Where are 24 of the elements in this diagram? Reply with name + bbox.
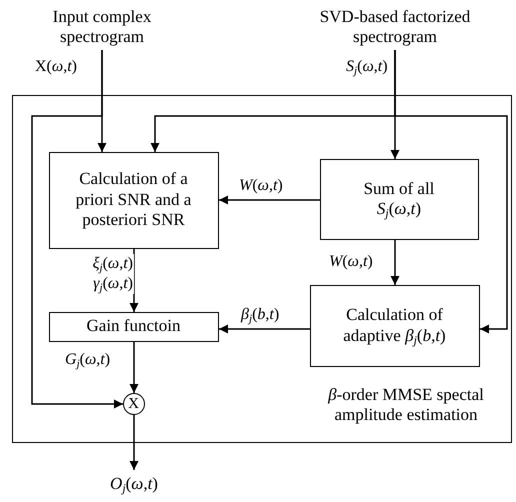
process-box: Gain functoin — [48, 312, 218, 342]
process-box: Calculation of adaptive β$_{j}$(b,t) — [310, 284, 480, 366]
text-label: O$_{j}$(ω,t) — [94, 470, 174, 498]
edge-label: G$_{j}$(ω,t) — [64, 350, 112, 370]
arrow — [31, 50, 123, 408]
edge-label: S$_{j}$(ω,t) — [345, 57, 389, 77]
arrow — [219, 196, 320, 204]
multiply-circle: X — [122, 392, 144, 414]
process-box: Calculation of a priori SNR and a posteriori SNR — [48, 152, 218, 248]
process-box — [12, 95, 512, 443]
text-label: SVD-based factorized spectrogram — [300, 4, 490, 50]
text-label: Input complex spectrogram — [22, 4, 182, 50]
arrow — [130, 415, 138, 470]
process-box: Sum of all S$_{j}$(ω,t) — [320, 158, 478, 240]
edge-label: W(ω,t) — [238, 176, 284, 196]
edge-label: W(ω,t) — [328, 252, 374, 272]
arrow — [390, 240, 400, 285]
edge-label: β$_{j}$(b,t) — [240, 305, 280, 325]
edge-label: X(ω,t) — [34, 57, 78, 77]
arrow — [394, 50, 508, 334]
arrow — [219, 324, 310, 334]
arrow — [130, 342, 138, 393]
group-title: β-order MMSE spectal amplitude estimation — [326, 385, 485, 424]
arrow — [130, 249, 138, 312]
